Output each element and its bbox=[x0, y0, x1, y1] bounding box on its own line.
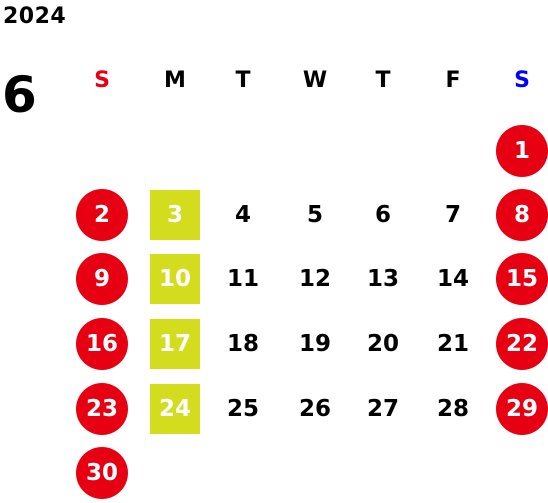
highlight-square: 10 bbox=[150, 254, 200, 304]
day-cell-12: 12 bbox=[285, 249, 345, 309]
weekday-thu: T bbox=[375, 68, 391, 93]
weekday-fri: F bbox=[445, 68, 461, 93]
day-number: 22 bbox=[505, 331, 538, 357]
day-cell-29: 29 bbox=[492, 379, 548, 439]
day-cell-3: 3 bbox=[145, 185, 205, 245]
day-number: 24 bbox=[158, 396, 191, 422]
day-number: 9 bbox=[93, 266, 110, 292]
day-cell-1: 1 bbox=[492, 121, 548, 181]
day-number: 12 bbox=[298, 266, 331, 292]
day-number: 3 bbox=[166, 202, 183, 228]
highlight-square: 24 bbox=[150, 384, 200, 434]
day-cell-6: 6 bbox=[353, 185, 413, 245]
holiday-circle: 2 bbox=[76, 189, 128, 241]
day-cell-23: 23 bbox=[72, 379, 132, 439]
day-cell-17: 17 bbox=[145, 314, 205, 374]
holiday-circle: 30 bbox=[76, 447, 128, 499]
day-number: 2 bbox=[93, 202, 110, 228]
day-cell-26: 26 bbox=[285, 379, 345, 439]
day-cell-7: 7 bbox=[423, 185, 483, 245]
day-cell-25: 25 bbox=[213, 379, 273, 439]
day-cell-20: 20 bbox=[353, 314, 413, 374]
day-number: 18 bbox=[226, 331, 259, 357]
day-number: 27 bbox=[366, 396, 399, 422]
day-cell-15: 15 bbox=[492, 249, 548, 309]
day-number: 8 bbox=[513, 202, 530, 228]
day-cell-14: 14 bbox=[423, 249, 483, 309]
day-cell-13: 13 bbox=[353, 249, 413, 309]
month-number: 6 bbox=[2, 66, 37, 124]
day-number: 14 bbox=[436, 266, 469, 292]
day-cell-16: 16 bbox=[72, 314, 132, 374]
day-number: 7 bbox=[444, 202, 461, 228]
holiday-circle: 1 bbox=[496, 125, 548, 177]
day-cell-4: 4 bbox=[213, 185, 273, 245]
day-number: 15 bbox=[505, 266, 538, 292]
day-number: 25 bbox=[226, 396, 259, 422]
holiday-circle: 8 bbox=[496, 189, 548, 241]
day-cell-2: 2 bbox=[72, 185, 132, 245]
holiday-circle: 23 bbox=[76, 383, 128, 435]
day-cell-5: 5 bbox=[285, 185, 345, 245]
day-number: 16 bbox=[85, 331, 118, 357]
day-cell-9: 9 bbox=[72, 249, 132, 309]
day-cell-21: 21 bbox=[423, 314, 483, 374]
day-cell-28: 28 bbox=[423, 379, 483, 439]
highlight-square: 3 bbox=[150, 190, 200, 240]
holiday-circle: 22 bbox=[496, 318, 548, 370]
day-number: 13 bbox=[366, 266, 399, 292]
weekday-tue: T bbox=[235, 68, 251, 93]
day-number: 1 bbox=[513, 138, 530, 164]
day-number: 26 bbox=[298, 396, 331, 422]
weekday-mon: M bbox=[164, 68, 186, 93]
day-cell-24: 24 bbox=[145, 379, 205, 439]
day-number: 10 bbox=[158, 266, 191, 292]
weekday-sun: S bbox=[94, 68, 110, 93]
day-number: 28 bbox=[436, 396, 469, 422]
day-cell-18: 18 bbox=[213, 314, 273, 374]
day-cell-27: 27 bbox=[353, 379, 413, 439]
weekday-sat: S bbox=[514, 68, 530, 93]
day-cell-10: 10 bbox=[145, 249, 205, 309]
day-cell-19: 19 bbox=[285, 314, 345, 374]
day-cell-22: 22 bbox=[492, 314, 548, 374]
weekday-wed: W bbox=[302, 68, 328, 93]
day-cell-30: 30 bbox=[72, 443, 132, 503]
day-number: 23 bbox=[85, 396, 118, 422]
day-number: 17 bbox=[158, 331, 191, 357]
day-number: 29 bbox=[505, 396, 538, 422]
day-number: 5 bbox=[306, 202, 323, 228]
day-number: 19 bbox=[298, 331, 331, 357]
day-number: 4 bbox=[234, 202, 251, 228]
day-number: 6 bbox=[374, 202, 391, 228]
holiday-circle: 29 bbox=[496, 383, 548, 435]
day-number: 11 bbox=[226, 266, 259, 292]
holiday-circle: 15 bbox=[496, 253, 548, 305]
year-label: 2024 bbox=[3, 4, 67, 29]
holiday-circle: 16 bbox=[76, 318, 128, 370]
day-number: 30 bbox=[85, 460, 118, 486]
day-number: 21 bbox=[436, 331, 469, 357]
day-number: 20 bbox=[366, 331, 399, 357]
day-cell-11: 11 bbox=[213, 249, 273, 309]
day-cell-8: 8 bbox=[492, 185, 548, 245]
holiday-circle: 9 bbox=[76, 253, 128, 305]
highlight-square: 17 bbox=[150, 319, 200, 369]
